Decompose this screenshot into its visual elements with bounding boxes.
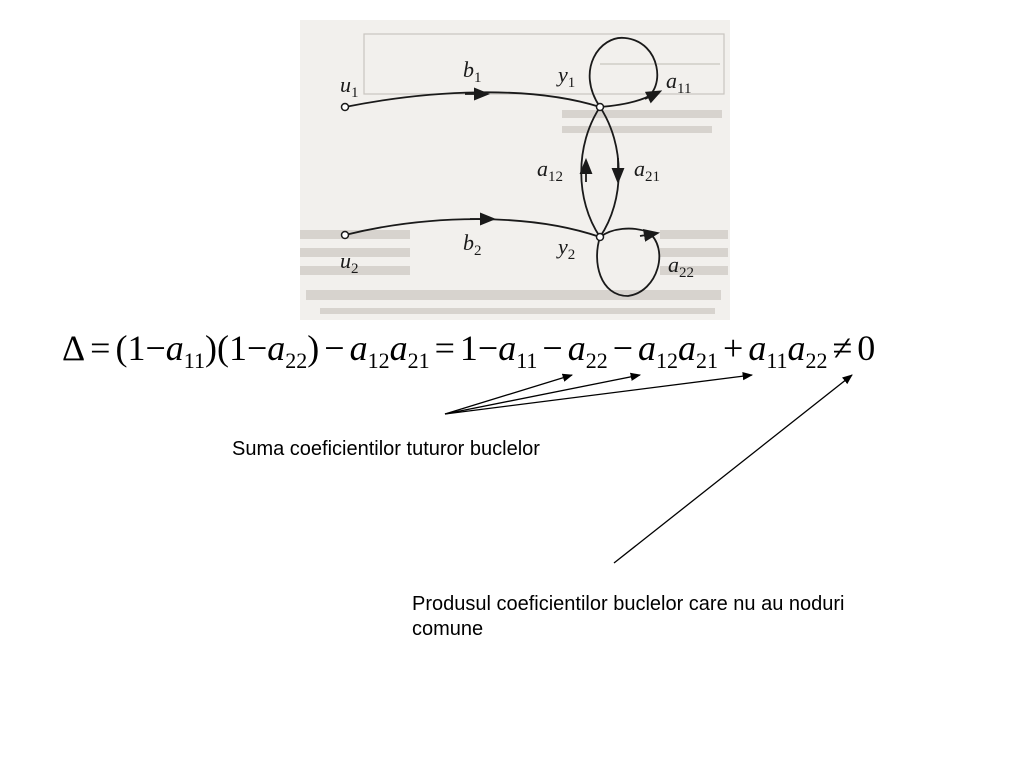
scan-background-text	[300, 33, 728, 314]
edge-a21	[599, 106, 620, 238]
term-a11: a11	[165, 328, 205, 373]
node-y2	[595, 232, 605, 242]
label-a12: a12	[537, 156, 563, 185]
label-u2: u2	[340, 248, 359, 277]
label-b1: b1	[463, 57, 482, 86]
arrow-to-a22	[444, 372, 642, 415]
arrow-to-a12a21	[444, 372, 754, 415]
scanned-figure	[300, 20, 730, 320]
node-y1	[595, 102, 605, 112]
label-u1: u1	[340, 72, 359, 101]
expanded-a12a21: a12a21	[638, 328, 719, 373]
node-u1	[340, 102, 350, 112]
expanded-a22: a22	[567, 328, 608, 373]
edge-a22-arrow	[639, 228, 660, 242]
edge-a11-arrow	[644, 90, 663, 104]
sum-annotation: Suma coeficientilor tuturor buclelor	[232, 438, 540, 460]
edge-a12	[580, 106, 601, 238]
signal-flow-graph: u1 u2 y1 y2 b1 b2 a11 a22 a12 a21	[340, 37, 694, 297]
term-a12a21: a12a21	[349, 328, 430, 373]
label-b2: b2	[463, 230, 482, 259]
delta-symbol: Δ	[62, 328, 86, 368]
label-y2: y2	[556, 234, 575, 263]
label-a21: a21	[634, 156, 660, 185]
edge-a11-loop	[588, 37, 659, 108]
expanded-a11a22: a11a22	[748, 328, 828, 373]
label-a22: a22	[668, 252, 694, 281]
determinant-formula: Δ=(1−a11)(1−a22)−a12a21=1−a11−a22−a12a21…	[62, 328, 876, 373]
arrow-to-a11a22	[613, 374, 853, 564]
arrow-to-a11	[444, 373, 573, 415]
product-annotation: Produsul coeficientilor buclelor care nu…	[412, 593, 845, 640]
node-u2	[340, 230, 350, 240]
expanded-a11: a11	[498, 328, 538, 373]
edge-a22-loop	[596, 227, 661, 297]
label-y1: y1	[556, 62, 575, 91]
term-a22: a22	[267, 328, 308, 373]
label-a11: a11	[666, 68, 691, 97]
